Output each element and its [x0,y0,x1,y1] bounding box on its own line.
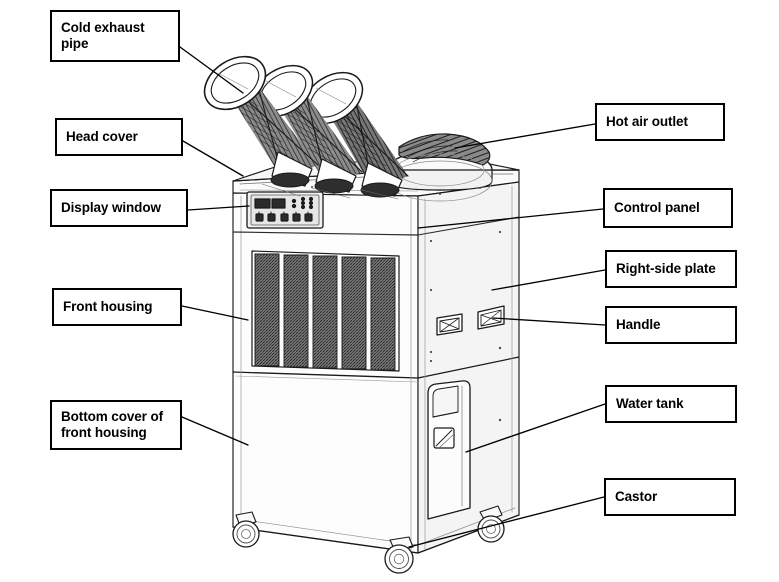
callout-castor[interactable]: Castor [604,478,736,516]
callout-cold-exhaust-pipe[interactable]: Cold exhaust pipe [50,10,180,62]
callout-control-panel[interactable]: Control panel [603,188,733,228]
callout-label-handle: Handle [616,316,661,332]
leader-line-water-tank [465,403,606,453]
leader-line-handle [492,317,606,326]
callout-label-bottom-cover-front-housing: Bottom cover of front housing [61,408,164,440]
leader-line-hot-air-outlet [454,123,596,149]
leader-line-front-housing [181,305,249,321]
callout-display-window[interactable]: Display window [50,189,188,227]
leader-line-control-panel [417,208,604,229]
callout-handle[interactable]: Handle [605,306,737,344]
callout-right-side-plate[interactable]: Right-side plate [605,250,737,288]
callout-label-display-window: Display window [61,199,161,215]
handle-part [436,305,505,336]
callout-label-cold-exhaust-pipe: Cold exhaust pipe [61,19,145,51]
callout-label-head-cover: Head cover [66,128,138,144]
callout-label-right-side-plate: Right-side plate [616,260,716,276]
callout-label-water-tank: Water tank [616,395,684,411]
leader-line-right-side-plate [491,269,606,291]
water-tank-part [427,380,471,520]
callout-label-front-housing: Front housing [63,298,153,314]
leader-line-display-window [187,205,250,211]
callout-water-tank[interactable]: Water tank [605,385,737,423]
front-grille-part [251,250,400,372]
callout-label-control-panel: Control panel [614,199,700,215]
leader-line-head-cover [182,140,244,177]
castor-part [232,505,505,574]
cold-exhaust-pipe-1 [203,55,319,188]
leader-line-bottom-cover-front-housing [181,416,249,446]
callout-bottom-cover-front-housing[interactable]: Bottom cover of front housing [50,400,182,450]
hot-air-outlet-part [387,133,493,202]
leader-line-cold-exhaust-pipe [179,46,244,94]
callout-front-housing[interactable]: Front housing [52,288,182,326]
control-panel-part [246,191,324,229]
callout-head-cover[interactable]: Head cover [55,118,183,156]
cold-exhaust-pipe-3 [302,71,409,198]
callout-hot-air-outlet[interactable]: Hot air outlet [595,103,725,141]
leader-line-castor [408,496,605,548]
callout-label-castor: Castor [615,488,658,504]
callout-label-hot-air-outlet: Hot air outlet [606,113,688,129]
